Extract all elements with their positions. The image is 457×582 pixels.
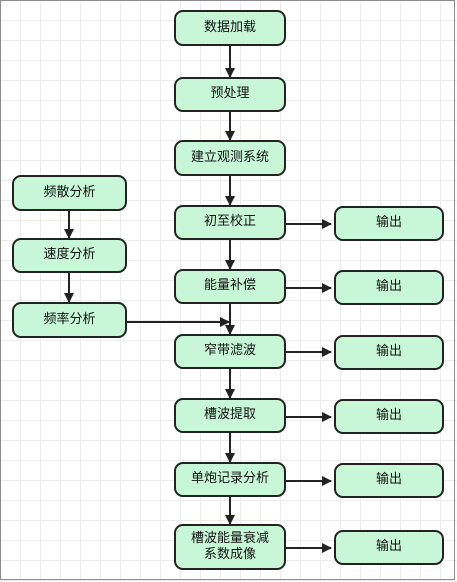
node-first-break-label: 初至校正	[203, 214, 256, 230]
node-output-6: 输出	[334, 530, 444, 565]
node-first-break: 初至校正	[174, 205, 286, 240]
node-output-1: 输出	[334, 206, 444, 241]
node-output-5-label: 输出	[375, 472, 402, 488]
node-data-load-label: 数据加载	[203, 19, 256, 35]
node-freq-dispersion-label: 频散分析	[43, 184, 96, 200]
node-freq-dispersion: 频散分析	[12, 175, 127, 211]
node-narrowband-label: 窄带滤波	[203, 343, 256, 359]
node-energy-comp-label: 能量补偿	[203, 278, 256, 294]
node-attenuation-line2: 系数成像	[203, 547, 256, 562]
node-attenuation: 槽波能量衰减 系数成像	[174, 524, 286, 570]
node-preprocess: 预处理	[174, 77, 286, 112]
node-attenuation-line1: 槽波能量衰减	[190, 530, 269, 546]
node-single-shot: 单炮记录分析	[174, 462, 286, 497]
node-build-system: 建立观测系统	[174, 140, 286, 176]
node-channel-wave-label: 槽波提取	[203, 407, 256, 423]
node-energy-comp: 能量补偿	[174, 269, 286, 304]
node-output-2: 输出	[334, 270, 444, 305]
node-data-load: 数据加载	[174, 10, 286, 46]
node-output-5: 输出	[334, 463, 444, 498]
node-output-6-label: 输出	[375, 539, 402, 555]
node-output-2-label: 输出	[375, 279, 402, 295]
node-output-3-label: 输出	[375, 344, 402, 360]
node-frequency-label: 频率分析	[43, 311, 96, 327]
node-velocity-label: 速度分析	[43, 247, 96, 263]
node-single-shot-label: 单炮记录分析	[190, 471, 269, 487]
node-output-3: 输出	[334, 335, 444, 370]
node-preprocess-label: 预处理	[210, 86, 250, 102]
node-channel-wave: 槽波提取	[174, 398, 286, 433]
node-velocity: 速度分析	[12, 238, 127, 273]
node-output-1-label: 输出	[375, 215, 402, 231]
node-narrowband: 窄带滤波	[174, 334, 286, 369]
node-frequency: 频率分析	[12, 302, 127, 338]
node-build-system-label: 建立观测系统	[190, 149, 269, 165]
node-output-4-label: 输出	[375, 408, 402, 424]
node-output-4: 输出	[334, 399, 444, 434]
